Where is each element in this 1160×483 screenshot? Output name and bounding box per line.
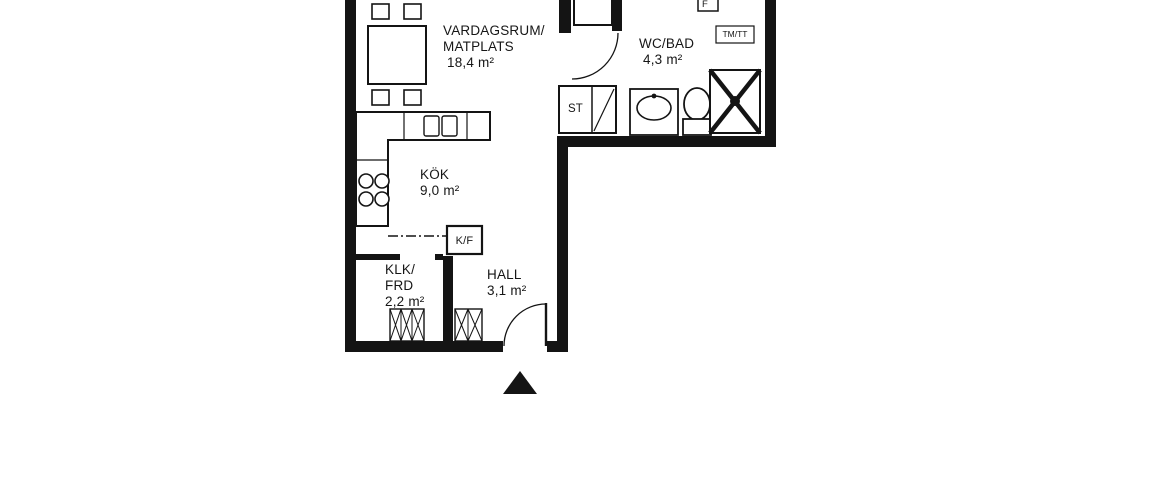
room-name: KLK/ [385, 262, 416, 277]
wardrobe-hatch [400, 308, 413, 342]
wall-klk-hall [443, 256, 453, 352]
wall-klk-top-a [356, 254, 400, 260]
stove-burner [358, 173, 374, 189]
entrance-marker-triangle [503, 371, 537, 394]
room-area: 9,0 m² [420, 183, 460, 198]
wardrobe-hatch [411, 308, 425, 342]
toilet-tank [682, 118, 712, 136]
entrance-door-arc [503, 303, 547, 347]
dining-chair [371, 3, 390, 20]
room-label-kok: KÖK 9,0 m² [420, 167, 459, 199]
dining-chair [403, 3, 422, 20]
wall-left [345, 0, 356, 352]
room-name: HALL [487, 267, 522, 282]
appliance-box [573, 0, 613, 26]
room-label-vardagsrum: VARDAGSRUM/ MATPLATS 18,4 m² [443, 23, 545, 71]
fixture-label-tmtt: TM/TT [722, 29, 748, 39]
stove-burner [358, 191, 374, 207]
fridge-freezer-box [445, 224, 484, 256]
bathroom-group [571, 0, 762, 136]
wardrobe-hatch [454, 308, 469, 342]
toilet-icon [683, 87, 711, 121]
room-area: 4,3 m² [643, 52, 683, 67]
room-name: VARDAGSRUM/ [443, 23, 545, 38]
room-name: KÖK [420, 167, 450, 182]
dining-group [367, 3, 427, 106]
room-area: 3,1 m² [487, 283, 527, 298]
stove-burner [374, 173, 390, 189]
wardrobe-group [389, 308, 483, 342]
wall-bath-bottom [557, 136, 776, 147]
dining-chair [371, 89, 390, 106]
room-area: 18,4 m² [447, 55, 495, 70]
walls-group [345, 0, 776, 352]
room-label-wc-bad: WC/BAD 4,3 m² [639, 36, 694, 68]
wardrobe-hatch [389, 308, 402, 342]
wall-bottom-left [345, 341, 503, 352]
stove-burner [374, 191, 390, 207]
dining-chair [403, 89, 422, 106]
kitchen-sink-basin [423, 115, 440, 137]
entrance-group [503, 303, 548, 394]
room-name: MATPLATS [443, 39, 514, 54]
room-area: 2,2 m² [385, 294, 425, 309]
wardrobe-icon [389, 308, 425, 342]
sink-faucet-dot [651, 93, 657, 99]
wc-door-arc [571, 32, 619, 80]
wall-wc-divider [559, 0, 571, 33]
kitchen-counter [355, 111, 491, 227]
room-label-hall: HALL 3,1 m² [487, 267, 526, 299]
room-label-klk-frd: KLK/ FRD 2,2 m² [385, 262, 424, 310]
dining-table [367, 25, 427, 85]
fixture-label-f: F [702, 0, 709, 10]
shower-drain [730, 96, 740, 106]
sink-icon [636, 95, 672, 121]
wall-klk-top-b [435, 254, 443, 260]
kitchen-sink-basin [441, 115, 458, 137]
wall-wc-stub [612, 0, 622, 31]
closet-st-box [558, 85, 617, 134]
room-name: WC/BAD [639, 36, 695, 51]
room-name: FRD [385, 278, 414, 293]
fridge-box-top [697, 0, 719, 12]
kitchen-group [355, 111, 491, 256]
fixture-label-kf: K/F [455, 235, 474, 247]
wardrobe-hatch [467, 308, 483, 342]
fixture-label-st: ST [567, 103, 584, 115]
wall-right [765, 0, 776, 147]
st-closet-group [558, 85, 617, 134]
wall-lower-right [557, 141, 568, 352]
washer-dryer-box [715, 25, 755, 44]
closet-st-diagonal [593, 88, 615, 132]
